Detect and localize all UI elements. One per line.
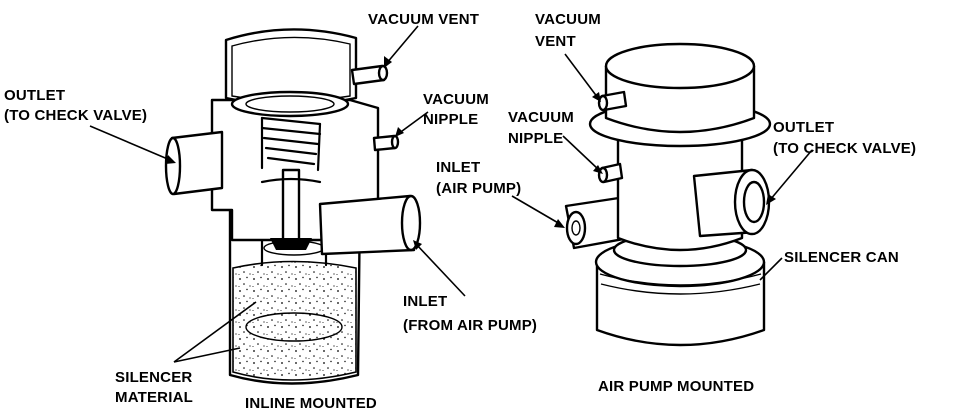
caption-air-pump-mounted: AIR PUMP MOUNTED xyxy=(598,378,754,395)
label-inline-vacuum-nipple-line1: VACUUM xyxy=(423,91,489,108)
label-pump-outlet-line2: (TO CHECK VALVE) xyxy=(773,140,916,157)
label-inline-silencer-line2: MATERIAL xyxy=(115,389,193,406)
inline-spring xyxy=(260,116,322,172)
label-pump-inlet-line1: INLET xyxy=(436,159,480,176)
label-pump-vacuum-vent-line1: VACUUM xyxy=(535,11,601,28)
caption-inline-mounted: INLINE MOUNTED xyxy=(245,395,377,410)
label-inline-outlet-line1: OUTLET xyxy=(4,87,65,104)
inline-mounted-valve xyxy=(164,28,422,385)
label-pump-outlet-line1: OUTLET xyxy=(773,119,834,136)
label-pump-silencer-can: SILENCER CAN xyxy=(784,249,899,266)
label-pump-vacuum-vent-line2: VENT xyxy=(535,33,576,50)
label-inline-outlet-line2: (TO CHECK VALVE) xyxy=(4,107,147,124)
label-inline-silencer-line1: SILENCER xyxy=(115,369,192,386)
label-pump-vacuum-nipple-line1: VACUUM xyxy=(508,109,574,126)
inline-valve-disc xyxy=(270,238,312,250)
label-inline-inlet-line1: INLET xyxy=(403,293,447,310)
label-pump-inlet-line2: (AIR PUMP) xyxy=(436,180,521,197)
inline-valve-stem xyxy=(281,168,301,246)
label-inline-vacuum-vent: VACUUM VENT xyxy=(368,11,479,28)
pump-leader-lines xyxy=(511,53,813,281)
inline-silencer-material xyxy=(232,260,357,381)
inline-inlet-pipe xyxy=(318,194,416,256)
inline-leader-lines xyxy=(89,25,466,363)
air-pump-mounted-valve xyxy=(564,42,772,347)
label-inline-vacuum-nipple-line2: NIPPLE xyxy=(423,111,478,128)
inline-silencer-baffle xyxy=(245,312,343,342)
label-pump-vacuum-nipple-line2: NIPPLE xyxy=(508,130,563,147)
label-inline-inlet-line2: (FROM AIR PUMP) xyxy=(403,317,537,334)
